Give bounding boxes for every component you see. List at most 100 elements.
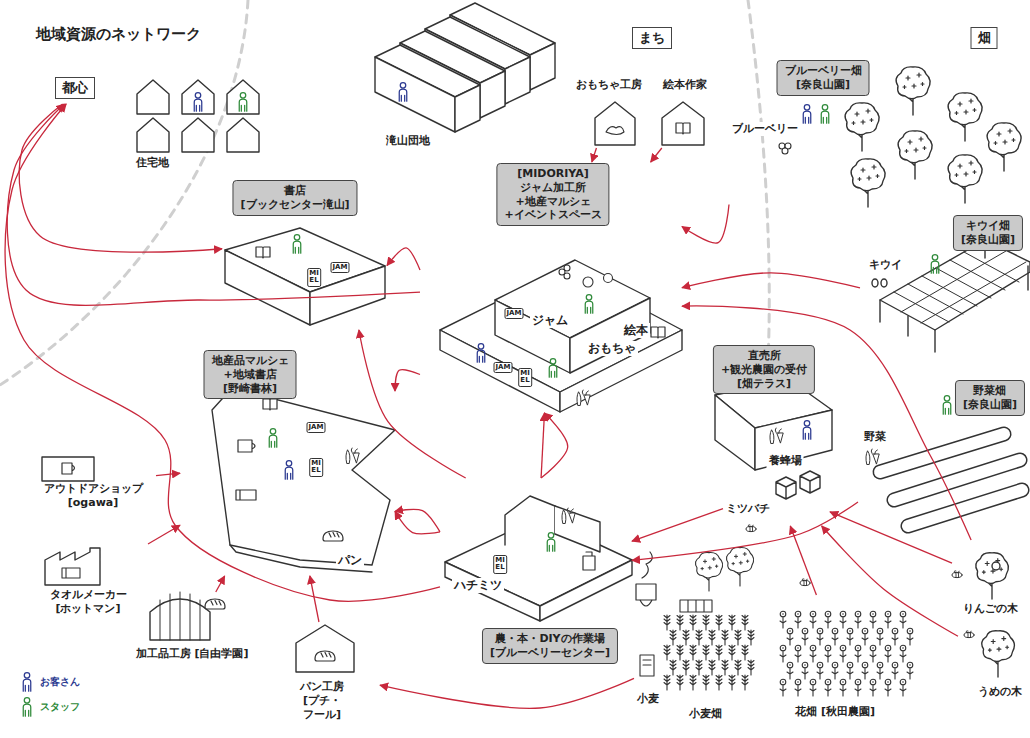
wheat-crops: [703, 645, 709, 660]
flower-crops: [795, 645, 801, 662]
marche-floor: [285, 461, 293, 480]
blueberry-center-building: [547, 533, 555, 552]
facility-heading: 直売所+観光農園の受付 [畑テラス]: [713, 345, 815, 394]
place-label: アウトドアショップ [ogawa]: [42, 482, 145, 510]
jar-tag: MI EL: [307, 268, 321, 287]
vegetable-field-marks: [866, 449, 879, 464]
wheat-field-drawing: [640, 655, 654, 676]
place-label: 住宅地: [134, 156, 171, 170]
wheat-crops: [664, 645, 670, 660]
bakery-icon: [315, 651, 335, 661]
region-label: まち: [628, 26, 676, 56]
flower-crops: [892, 628, 898, 645]
kiwi-trellis: [872, 240, 1030, 352]
flower-crops: [870, 679, 876, 696]
midoriya-building: [477, 344, 485, 363]
blueberry-field-drawing: [898, 131, 932, 179]
kiwi-trellis: [931, 255, 939, 274]
towel-factory-icon: [45, 548, 100, 585]
flower-crops: [840, 679, 846, 696]
blueberry-center-building: [562, 508, 575, 523]
midoriya-building: [604, 274, 613, 283]
outdoor-shop-icon: [42, 457, 94, 481]
place-label: 養蜂場: [767, 454, 804, 468]
place-label: パン工房 [プチ・フール]: [298, 680, 346, 721]
flow-arrow: [359, 330, 466, 478]
flower-crops: [780, 679, 786, 696]
processing-workshop-icon: [205, 599, 225, 609]
flower-crops: [862, 662, 868, 679]
place-label: 花畑 [秋田農園]: [793, 705, 877, 719]
place-label: ミツバチ: [724, 502, 772, 516]
flow-arrow: [380, 678, 634, 708]
workshop-icons: [662, 102, 704, 145]
housing-drawing: [239, 93, 247, 112]
wheat-crops: [709, 630, 715, 645]
wheat-crops: [748, 630, 754, 645]
place-label: 小麦: [635, 692, 661, 706]
processing-workshop-icon: [160, 592, 200, 640]
flower-crops: [780, 645, 786, 662]
flower-crops: [870, 645, 876, 662]
blueberry-field-drawing: [851, 159, 885, 207]
kiwi-trellis: [872, 279, 878, 287]
flow-arrow: [541, 413, 544, 478]
item-label: パン: [336, 553, 364, 568]
apiary-drawing: [800, 471, 820, 493]
wheat-crops: [664, 675, 670, 690]
blueberry-field-drawing: [896, 67, 930, 115]
flower-crops: [780, 611, 913, 696]
flower-crops: [877, 662, 883, 679]
region-label: 都心: [50, 76, 100, 104]
wheat-crops: [696, 630, 702, 645]
flower-crops: [885, 645, 891, 662]
flow-arrow: [541, 413, 568, 478]
jar-tag: JAM: [494, 362, 513, 373]
region-label: まち: [632, 27, 672, 49]
wheat-crops: [722, 660, 728, 675]
blueberry-field-drawing: [987, 123, 1021, 171]
blueberry-center: ハチミツ農・本・DIYの作業場 [ブルーベリーセンター]: [440, 478, 632, 673]
wheat-crops: [664, 615, 670, 630]
apiary-drawing: [776, 477, 796, 499]
legend-text: スタッフ: [38, 701, 82, 714]
flower-crops: [825, 611, 831, 628]
blueberry-field-drawing: [803, 105, 811, 124]
wheat-crops: [670, 630, 676, 645]
wheat-crops: [742, 645, 748, 660]
bookstore-building: [293, 235, 301, 254]
marche-floor: [346, 448, 359, 463]
region-divider: [0, 0, 769, 440]
farm-terrace-building: [755, 410, 832, 470]
outdoor-shop-icon: [42, 457, 94, 481]
flower-crops: [810, 611, 816, 628]
flower-crops: [810, 645, 816, 662]
farm-terrace-building: [770, 428, 783, 443]
flower-crops: [907, 662, 913, 679]
facility-heading: 野菜畑 [奈良山園]: [955, 380, 1025, 416]
wheat-crops: [677, 645, 683, 660]
wheat-crops: [716, 615, 722, 630]
bookstore-building: [225, 250, 310, 325]
flower-crops: [802, 662, 808, 679]
housing-drawing: [227, 118, 259, 152]
place-label: 加工品工房 [自由学園]: [134, 647, 251, 661]
flow-arrow: [682, 273, 860, 288]
flow-arrow: [651, 148, 662, 162]
place-label: 野菜: [862, 430, 888, 444]
flower-crops: [847, 662, 853, 679]
midoriya-building: [549, 359, 557, 378]
apartment-complex: 滝山団地: [370, 6, 560, 150]
flow-arrow: [682, 306, 971, 540]
kiwi-trellis: [880, 240, 1030, 330]
region-label: 畑: [960, 26, 1008, 58]
wheat-crops: [703, 615, 709, 630]
farm-terrace-building: [715, 395, 755, 470]
wheat-crops: [690, 675, 696, 690]
marche-bookstore: 地産品マルシェ+地域書店 [野崎書林]パン: [180, 349, 395, 576]
housing-drawing: [182, 118, 214, 152]
kiwi-trellis: [894, 251, 1026, 323]
legend-icons: [23, 698, 31, 717]
place-label: タオルメーカー [ホットマン]: [48, 588, 129, 616]
flower-crops: [840, 645, 846, 662]
